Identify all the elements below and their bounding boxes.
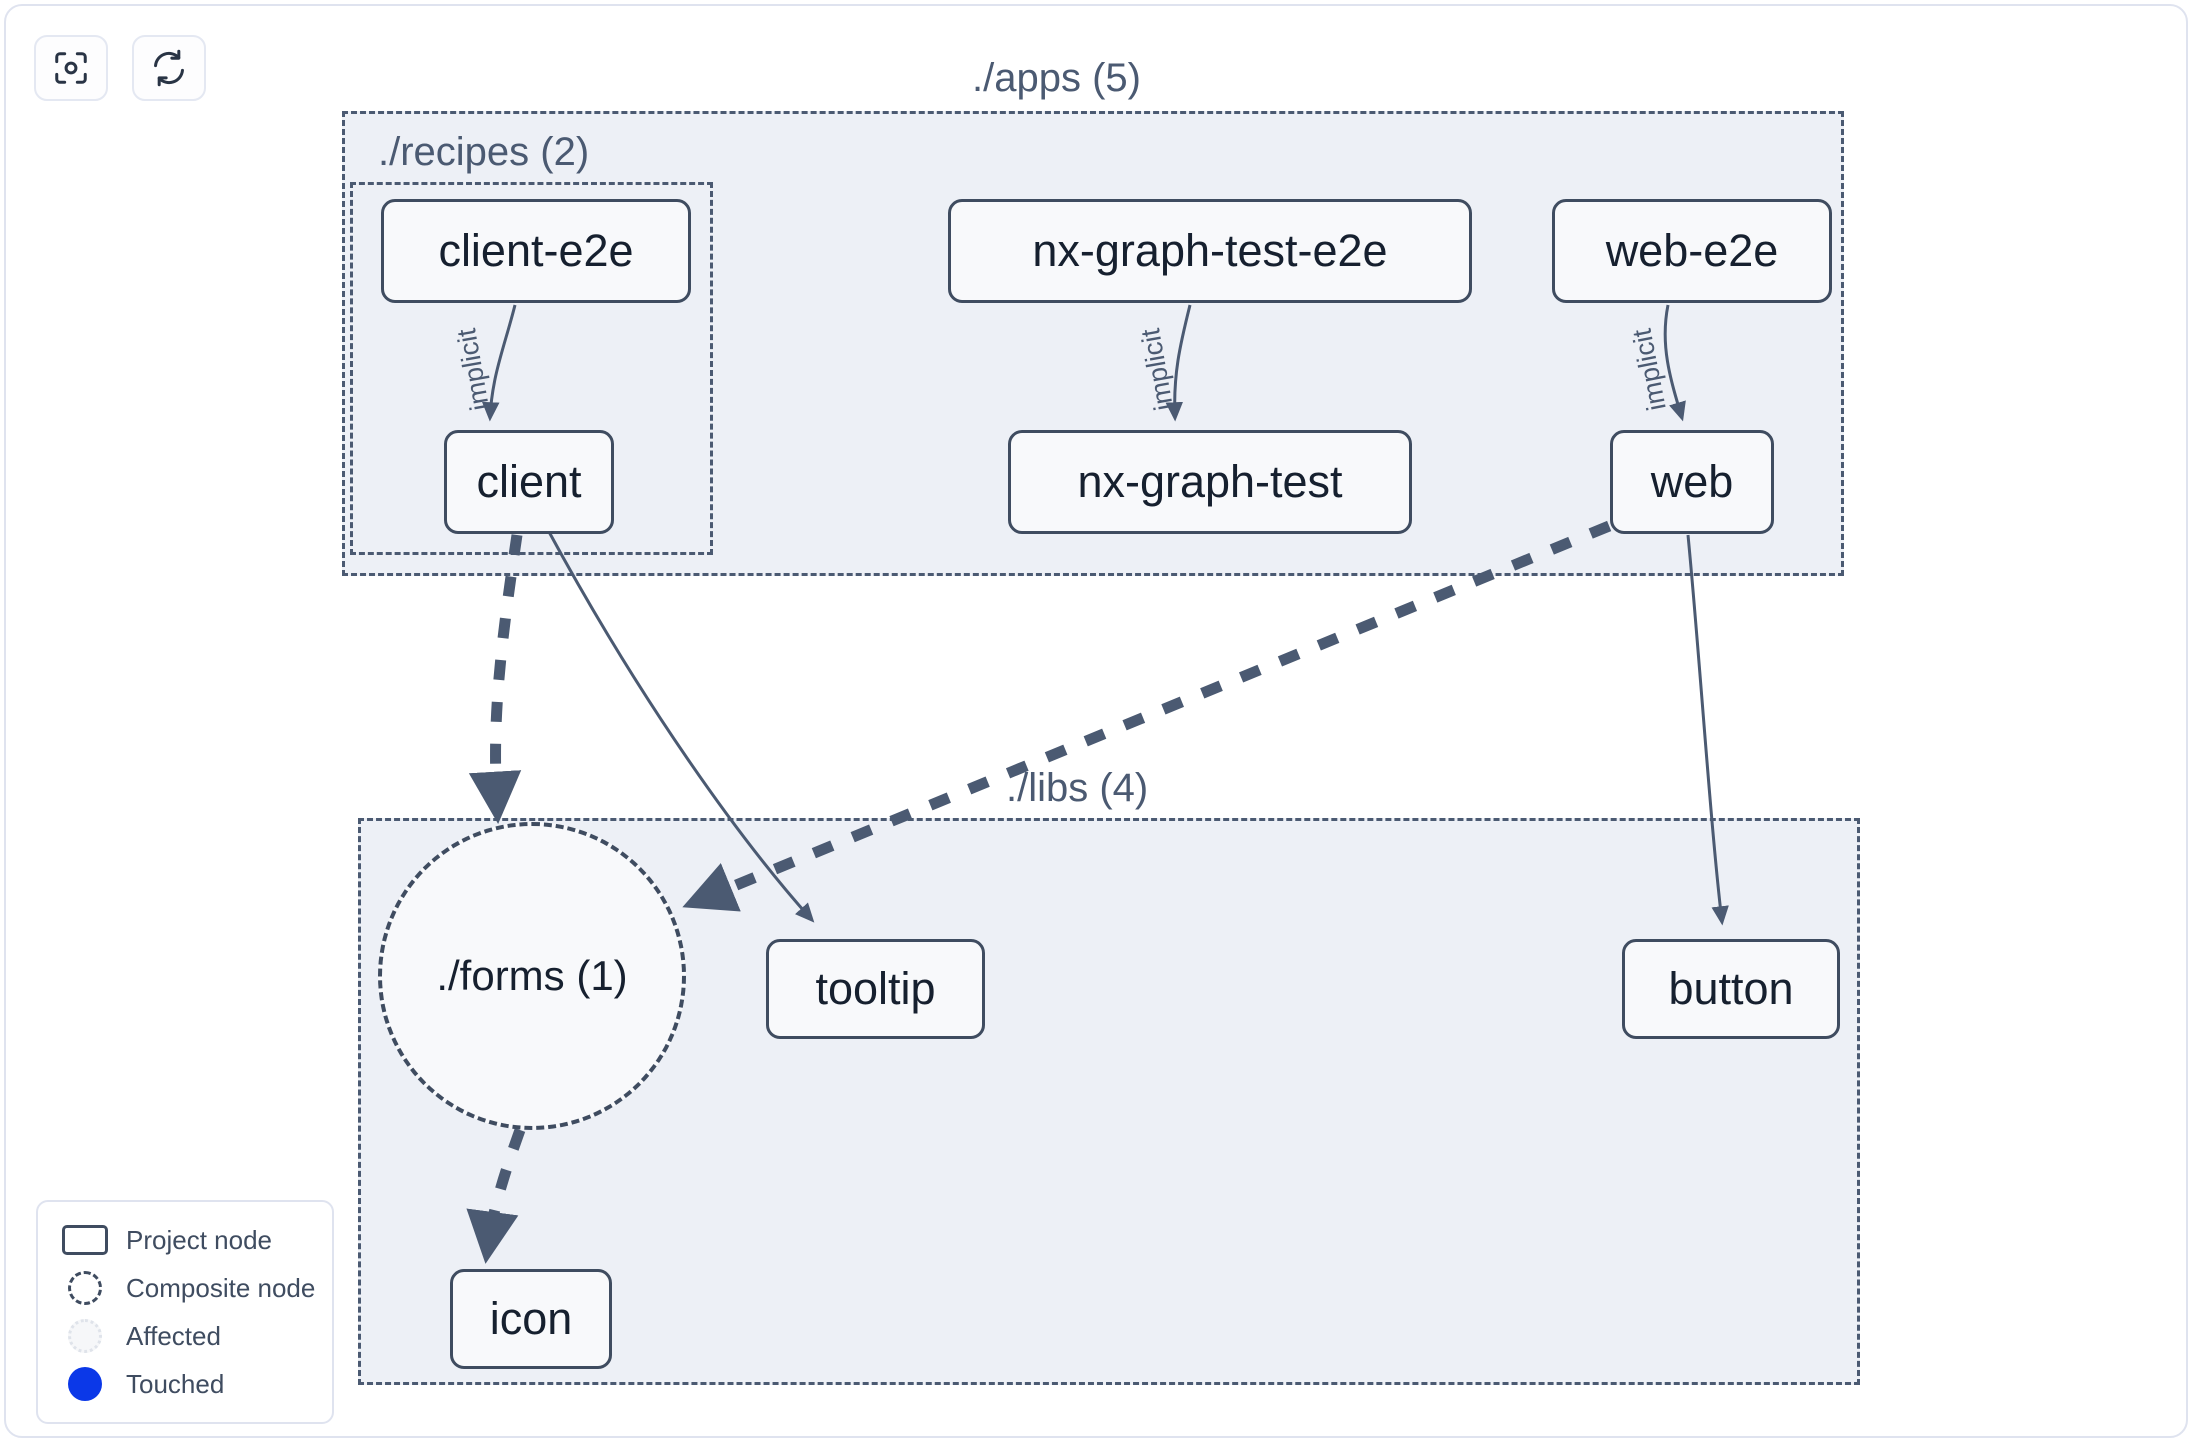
graph-node-client-e2e[interactable]: client-e2e	[381, 199, 691, 303]
node-label: web-e2e	[1605, 225, 1779, 276]
graph-node-web[interactable]: web	[1610, 430, 1774, 534]
focus-graph-button[interactable]	[34, 35, 108, 101]
focus-target-icon	[52, 49, 90, 87]
refresh-graph-button[interactable]	[132, 35, 206, 101]
legend-item-project-node: Project node	[54, 1216, 316, 1264]
graph-node-web-e2e[interactable]: web-e2e	[1552, 199, 1832, 303]
project-node-swatch	[54, 1225, 116, 1255]
graph-toolbar	[34, 35, 206, 101]
graph-node-client[interactable]: client	[444, 430, 614, 534]
node-label: ./forms (1)	[436, 952, 628, 999]
graph-node-nx-graph-test-e2e[interactable]: nx-graph-test-e2e	[948, 199, 1472, 303]
graph-legend: Project node Composite node Affected Tou…	[36, 1200, 334, 1424]
graph-node-nx-graph-test[interactable]: nx-graph-test	[1008, 430, 1412, 534]
group-label-apps: ./apps (5)	[972, 56, 1141, 100]
legend-item-label: Affected	[126, 1320, 221, 1351]
graph-node-forms[interactable]: ./forms (1)	[378, 822, 686, 1130]
group-label-recipes: ./recipes (2)	[378, 130, 590, 174]
legend-item-affected: Affected	[54, 1312, 316, 1360]
node-label: tooltip	[815, 963, 936, 1014]
graph-node-button[interactable]: button	[1622, 939, 1840, 1039]
legend-item-touched: Touched	[54, 1360, 316, 1408]
node-label: nx-graph-test	[1077, 456, 1343, 507]
node-label: nx-graph-test-e2e	[1032, 225, 1388, 276]
affected-swatch	[54, 1319, 116, 1353]
node-label: web	[1650, 456, 1734, 507]
group-label-libs: ./libs (4)	[1006, 766, 1149, 810]
node-label: button	[1668, 963, 1794, 1014]
touched-swatch	[54, 1367, 116, 1401]
legend-item-label: Composite node	[126, 1272, 316, 1303]
graph-node-icon[interactable]: icon	[450, 1269, 612, 1369]
legend-item-composite-node: Composite node	[54, 1264, 316, 1312]
legend-item-label: Touched	[126, 1368, 225, 1399]
node-label: client	[476, 456, 582, 507]
composite-node-swatch	[54, 1271, 116, 1305]
node-label: icon	[489, 1293, 573, 1344]
graph-node-tooltip[interactable]: tooltip	[766, 939, 985, 1039]
node-label: client-e2e	[438, 225, 634, 276]
legend-item-label: Project node	[126, 1224, 272, 1255]
refresh-icon	[150, 49, 188, 87]
